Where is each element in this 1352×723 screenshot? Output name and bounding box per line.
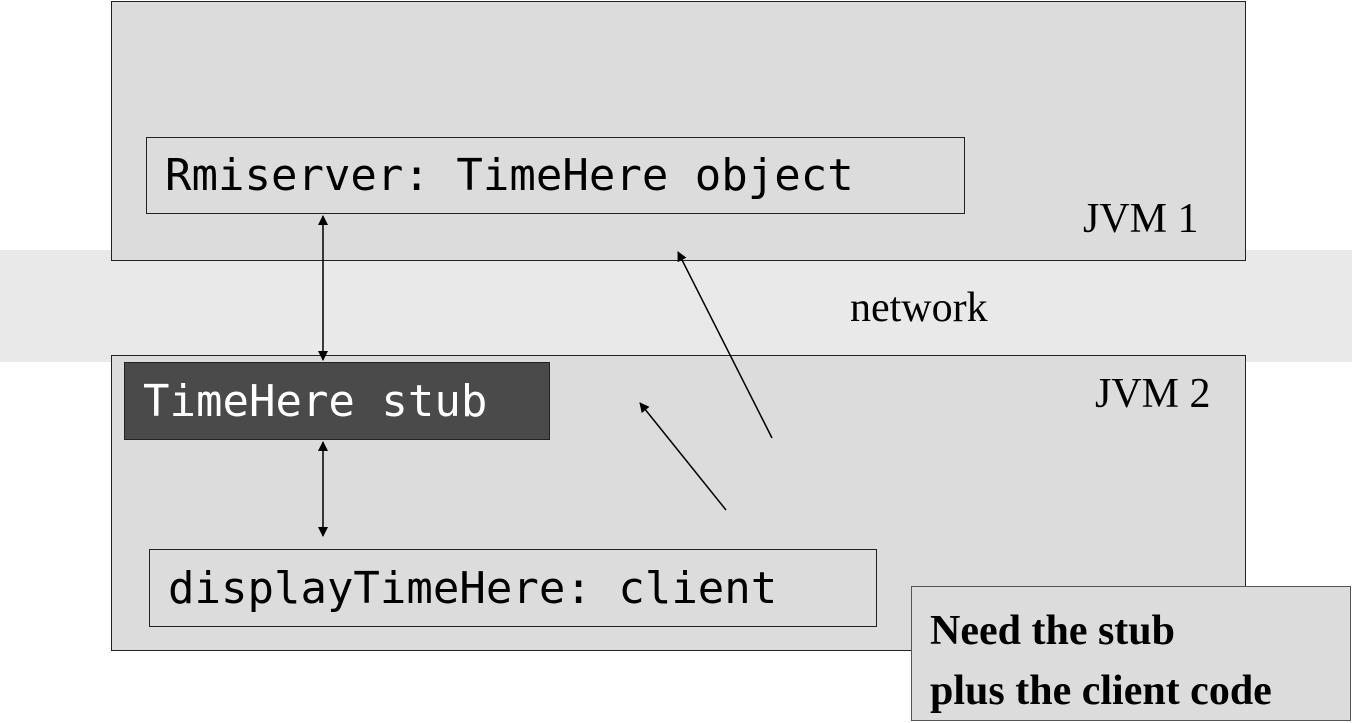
network-label: network — [850, 285, 988, 331]
jvm2-label: JVM 2 — [1095, 371, 1211, 417]
note-line-1: Need the stub — [930, 608, 1176, 654]
network-band — [0, 250, 1352, 362]
note-box: Need the stub plus the client code — [911, 586, 1351, 721]
client-box: displayTimeHere: client — [149, 549, 877, 627]
client-label: displayTimeHere: client — [168, 562, 778, 614]
jvm1-label: JVM 1 — [1083, 196, 1199, 242]
jvm1-box — [111, 1, 1246, 261]
server-object-label: Rmiserver: TimeHere object — [165, 150, 854, 201]
stub-box: TimeHere stub — [124, 362, 550, 440]
stub-label: TimeHere stub — [143, 375, 488, 427]
server-object-box: Rmiserver: TimeHere object — [146, 137, 965, 214]
note-line-2: plus the client code — [930, 668, 1272, 714]
